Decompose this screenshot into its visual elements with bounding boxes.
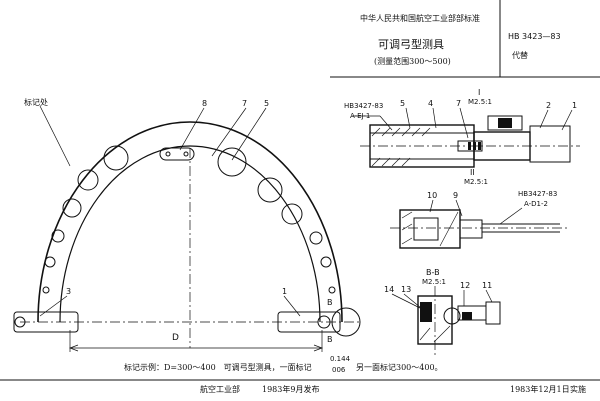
section-scale: M2.5:1 (422, 278, 446, 286)
detail-1-ref: HB3427-83 (344, 102, 384, 110)
arc-inner (59, 145, 321, 323)
section-callout-14: 14 (384, 285, 395, 294)
dimension-d: D (172, 333, 179, 343)
arc-hole (44, 256, 56, 268)
arc-hole (103, 145, 129, 171)
arc-hole (257, 177, 283, 203)
arc-hole (320, 256, 332, 268)
arc-hole (77, 169, 99, 191)
effective-suffix: 实施 (570, 385, 586, 394)
detail-2-title: II (470, 168, 475, 177)
callout-7: 7 (242, 99, 248, 108)
callout-5: 5 (264, 99, 270, 108)
marking-example-end: 另一面标记300～400。 (356, 363, 443, 372)
issue-date: 1983年9月发布 (262, 385, 320, 394)
tolerance-lower: 006 (332, 366, 346, 374)
detail-2-ref: HB3427-83 (518, 190, 558, 198)
ministry-label: 中华人民共和国航空工业部部标准 (360, 14, 480, 23)
callout-mark: 标记处 (24, 98, 48, 107)
detail-1-callout-2: 2 (546, 101, 552, 110)
arc-outer (37, 121, 343, 323)
section-mark-b-bottom: B (327, 335, 333, 344)
effective-date: 1983年12月1日 (510, 385, 570, 394)
tolerance-upper: 0.144 (330, 355, 351, 363)
right-anvil (277, 311, 341, 333)
arc-hole (281, 203, 303, 225)
detail-2-body (399, 209, 461, 249)
detail-2-callout-10: 10 (427, 191, 438, 200)
replaces-label: 代替 (512, 51, 528, 60)
detail-2-callout-9: 9 (453, 191, 459, 200)
standard-number: HB 3423—83 (508, 32, 561, 41)
section-mark-b-top: B (327, 298, 333, 307)
callout-3: 3 (66, 287, 72, 296)
detail-1-callout-7: 7 (456, 99, 462, 108)
arc-hole (62, 198, 82, 218)
detail-1-title: I (478, 88, 481, 97)
marking-example: 标记示例：D=300～400 可调弓型测具，一面标记 (124, 363, 312, 372)
arc-hole (328, 286, 336, 294)
section-title: B-B (426, 268, 440, 277)
arc-hole (42, 286, 50, 294)
arc-hole (309, 231, 323, 245)
arc-hole (51, 229, 65, 243)
callout-8: 8 (202, 99, 208, 108)
issuer: 航空工业部 (200, 385, 240, 394)
top-slot (159, 147, 195, 161)
callout-1: 1 (282, 287, 288, 296)
section-callout-12: 12 (460, 281, 471, 290)
detail-2-ref-sub: A-D1-2 (524, 200, 548, 208)
section-callout-13: 13 (401, 285, 412, 294)
arc-hole (217, 147, 247, 177)
detail-1-ref-sub: A-EJ-1 (350, 112, 371, 120)
left-anvil (13, 311, 79, 333)
detail-2-scale: M2.5:1 (464, 178, 488, 186)
drawing-title: 可调弓型测具 (378, 38, 444, 51)
detail-1-callout-5: 5 (400, 99, 406, 108)
drawing-subtitle: (测量范围300～500) (374, 57, 451, 66)
detail-1-callout-4: 4 (428, 99, 434, 108)
detail-1-scale: M2.5:1 (468, 98, 492, 106)
section-callout-11: 11 (482, 281, 493, 290)
detail-1-callout-1: 1 (572, 101, 578, 110)
